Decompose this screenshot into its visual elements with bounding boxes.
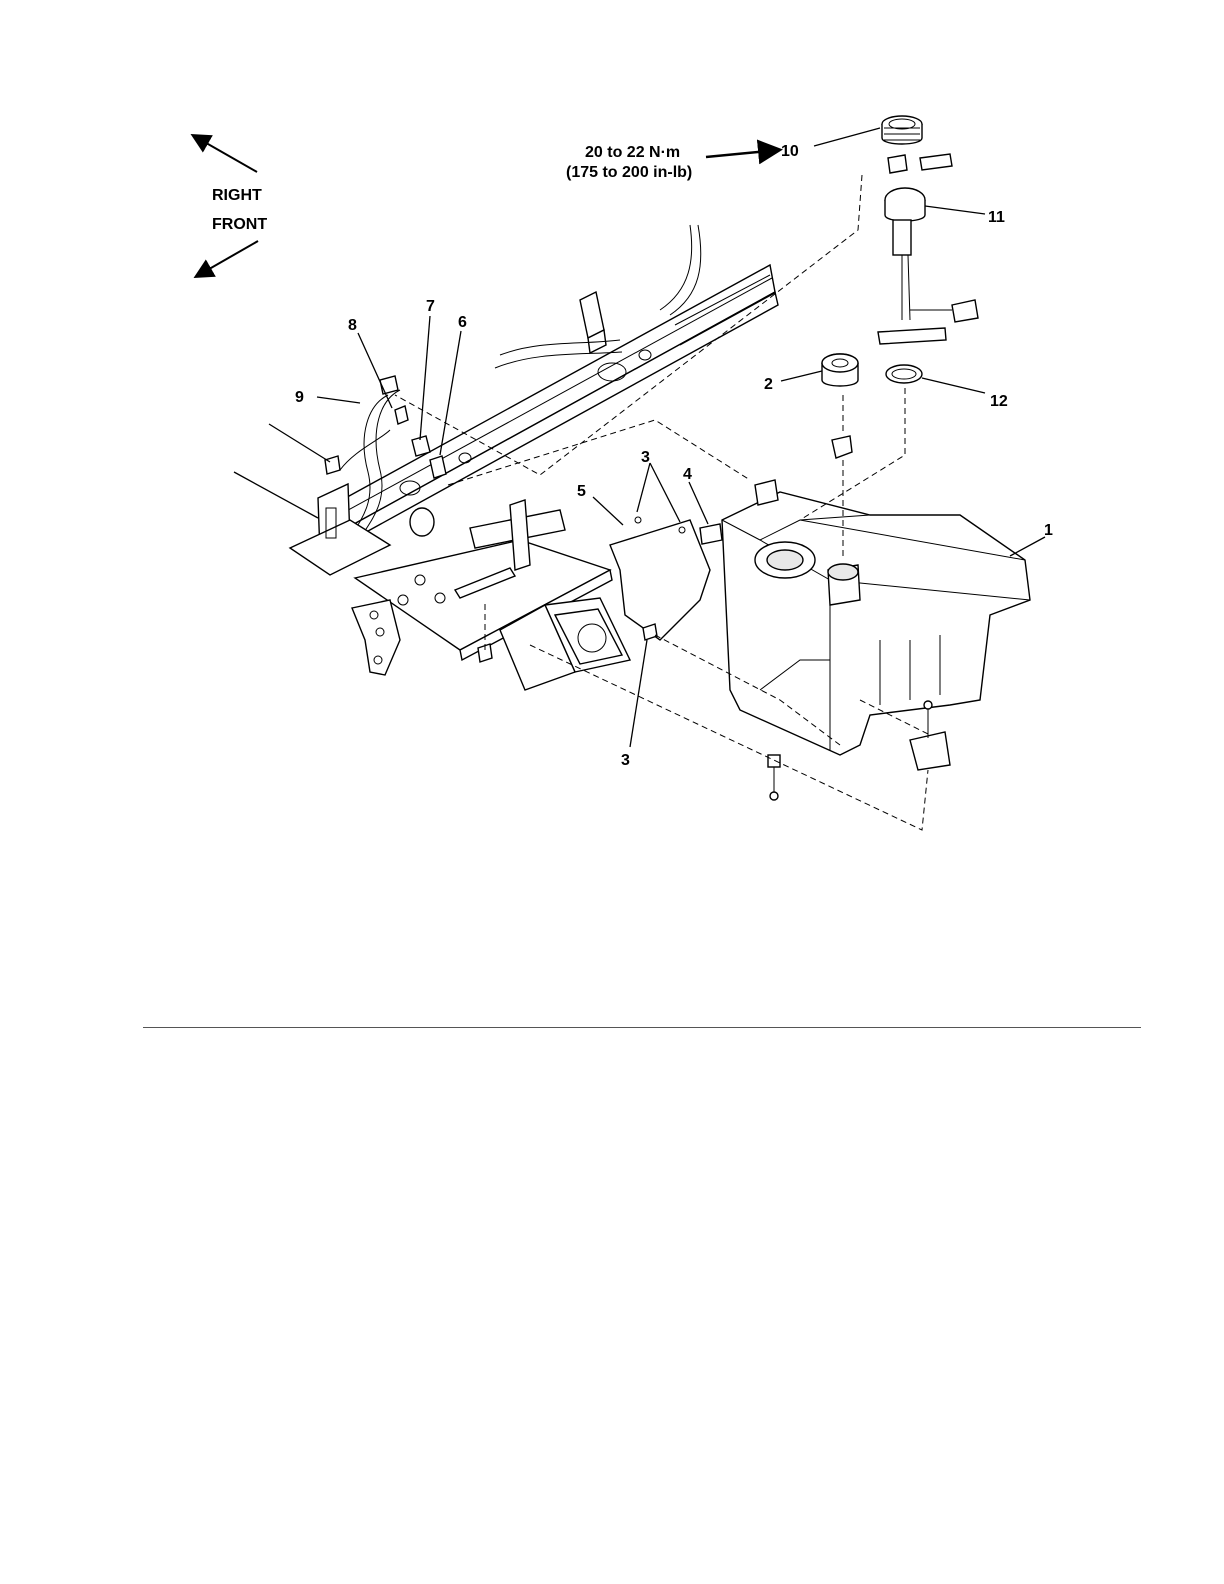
callout-3-lower: 3: [621, 752, 630, 769]
lock-ring: [882, 116, 922, 144]
callout-4: 4: [683, 466, 692, 483]
spacer: [700, 524, 722, 544]
callout-6: 6: [458, 314, 467, 331]
callout-7: 7: [426, 298, 435, 315]
callout-5: 5: [577, 483, 586, 500]
torque-inlb-label: (175 to 200 in-lb): [566, 164, 692, 181]
callout-11: 11: [988, 209, 1005, 226]
frame-rail: [320, 265, 778, 552]
callout-10: 10: [781, 143, 799, 160]
fuel-cap: [822, 354, 858, 386]
torque-nm-label: 20 to 22 N·m: [585, 144, 680, 161]
heat-shield: [610, 517, 710, 640]
callout-12: 12: [990, 393, 1008, 410]
callout-8: 8: [348, 317, 357, 334]
horizontal-divider: [143, 1027, 1141, 1028]
front-arrow: [197, 241, 258, 276]
callout-2: 2: [764, 376, 773, 393]
lower-bracket: [352, 600, 400, 675]
pump-seal: [886, 365, 922, 383]
front-label: FRONT: [212, 216, 267, 233]
torque-arrow: [706, 150, 778, 157]
callout-3-upper: 3: [641, 449, 650, 466]
cap-tether-clip: [832, 436, 852, 458]
fuel-pump-sender: [878, 154, 978, 344]
rail-upright-bracket: [580, 292, 606, 353]
callout-9: 9: [295, 389, 304, 406]
torque-spec: 20 to 22 N·m (175 to 200 in-lb): [566, 144, 778, 181]
callout-1: 1: [1044, 522, 1053, 539]
fuel-tank: [722, 480, 1030, 755]
tank-mount-foot: [910, 701, 950, 770]
direction-indicator: RIGHT FRONT: [194, 136, 267, 276]
right-label: RIGHT: [212, 187, 262, 204]
right-arrow: [194, 136, 257, 172]
